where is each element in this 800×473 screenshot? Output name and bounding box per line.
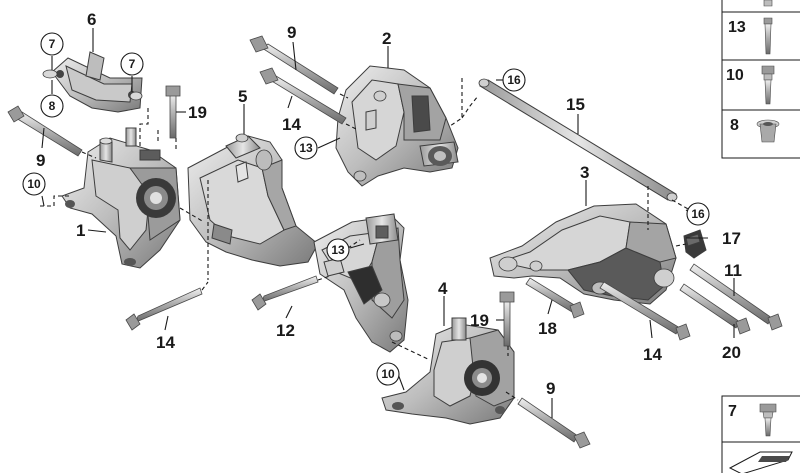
part-2-mount[interactable] — [335, 65, 459, 187]
legend-item-10[interactable]: 10 — [721, 59, 800, 111]
bolt-12[interactable] — [251, 275, 319, 311]
part-1-engine-mount[interactable] — [61, 127, 181, 269]
callout-14-top: 14 — [282, 115, 301, 134]
callout-11: 11 — [724, 261, 742, 280]
callout-10-bottom: 10 — [381, 367, 395, 381]
circled-callouts: 7 8 7 10 13 13 16 16 10 — [22, 32, 710, 386]
part-17-clip[interactable] — [683, 229, 707, 259]
callout-8: 8 — [49, 99, 56, 113]
legend-label-13: 13 — [728, 19, 746, 36]
callout-7-right: 7 — [129, 57, 136, 71]
legend-label-10: 10 — [726, 67, 744, 84]
callout-1: 1 — [76, 221, 85, 240]
callout-3: 3 — [580, 163, 589, 182]
callout-6: 6 — [87, 10, 96, 29]
legend-item-7[interactable]: 7 — [721, 395, 800, 443]
washer-7-left[interactable] — [42, 69, 58, 79]
callout-14-bottom-right: 14 — [643, 345, 662, 364]
parts-legend: 13 10 8 7 — [721, 0, 800, 473]
callout-14-bottom-left: 14 — [156, 333, 175, 352]
part-5-bracket[interactable] — [187, 133, 319, 267]
bolt-9-top[interactable] — [249, 35, 339, 95]
legend-item-bottom — [721, 441, 800, 473]
callout-9-bottom: 9 — [546, 379, 555, 398]
callout-15: 15 — [566, 95, 585, 114]
bolt-19-bottom[interactable] — [499, 291, 515, 347]
bolt-11[interactable] — [689, 263, 783, 331]
bolt-14-top[interactable] — [259, 67, 347, 125]
callout-20: 20 — [722, 343, 741, 362]
callout-12: 12 — [276, 321, 295, 340]
callout-16-top: 16 — [507, 73, 521, 87]
legend-item-13[interactable]: 13 — [721, 11, 800, 61]
callout-7-left: 7 — [49, 37, 56, 51]
part-3-mount[interactable] — [489, 203, 677, 305]
legend-label-7: 7 — [728, 403, 737, 420]
callout-19-top: 19 — [188, 103, 207, 122]
part-6-bracket[interactable] — [51, 51, 143, 113]
callout-18: 18 — [538, 319, 557, 338]
part-center-bracket[interactable] — [313, 213, 409, 353]
bolt-20[interactable] — [679, 283, 751, 335]
bolt-14-bottom-left[interactable] — [125, 287, 203, 331]
washer-8[interactable] — [129, 91, 143, 101]
bolt-18[interactable] — [525, 277, 585, 319]
callout-17: 17 — [722, 229, 741, 248]
callout-9-left: 9 — [36, 151, 45, 170]
callout-13-center: 13 — [331, 243, 345, 257]
callout-13-top: 13 — [299, 141, 313, 155]
bolt-14-bottom-right[interactable] — [599, 281, 691, 341]
legend-label-8: 8 — [730, 117, 739, 134]
legend-item-8[interactable]: 8 — [721, 109, 800, 159]
callout-4: 4 — [438, 279, 448, 298]
callout-10-left: 10 — [27, 177, 41, 191]
bolt-9-left[interactable] — [7, 105, 83, 157]
callout-19-bottom: 19 — [470, 311, 489, 330]
part-4-mount[interactable] — [381, 317, 515, 425]
callout-16-right: 16 — [691, 207, 705, 221]
part-15-rod[interactable] — [478, 78, 678, 202]
leader-lines — [41, 28, 735, 418]
callout-9-top: 9 — [287, 23, 296, 42]
callout-5: 5 — [238, 87, 247, 106]
bolt-9-bottom[interactable] — [517, 397, 591, 449]
callout-2: 2 — [382, 29, 391, 48]
assembly-dashed-lines — [40, 78, 691, 401]
callout-labels: 6 1 2 5 3 4 15 9 9 9 19 19 14 14 14 12 1… — [36, 10, 742, 398]
